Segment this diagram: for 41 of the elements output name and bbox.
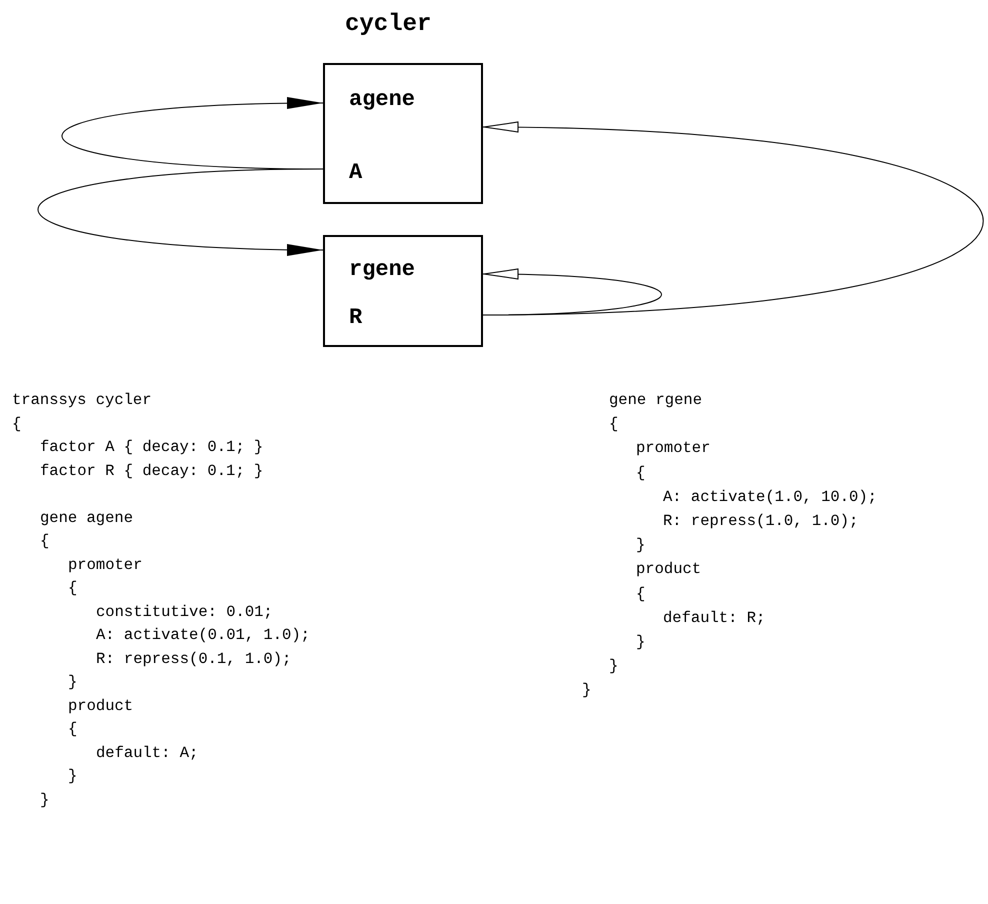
code-line: A: activate(0.01, 1.0);: [96, 625, 310, 645]
gene-name: rgene: [349, 257, 416, 283]
code-line: {: [636, 584, 646, 604]
code-line: {: [40, 531, 50, 551]
code-line: product: [68, 696, 134, 716]
code-line: {: [609, 414, 618, 434]
code-line: }: [68, 766, 78, 786]
code-line: {: [68, 578, 78, 598]
code-line: transsys cycler: [12, 390, 152, 410]
code-line: {: [68, 719, 78, 739]
code-line: factor R { decay: 0.1; }: [40, 460, 264, 480]
code-line: gene rgene: [609, 390, 702, 410]
code-line: promoter: [636, 438, 710, 458]
code-line: }: [40, 790, 50, 810]
code-line: R: repress(1.0, 1.0);: [663, 511, 858, 531]
gene-box: [323, 63, 483, 204]
code-line: }: [609, 656, 618, 676]
factor-name: A: [349, 160, 362, 186]
code-line: }: [68, 672, 78, 692]
arrow: [482, 122, 984, 316]
code-line: factor A { decay: 0.1; }: [40, 437, 264, 457]
code-line: default: R;: [663, 608, 766, 628]
arrow: [62, 98, 324, 170]
diagram-title: cycler: [345, 10, 432, 40]
code-line: promoter: [68, 554, 142, 574]
arrow: [482, 269, 662, 316]
code-line: {: [636, 462, 646, 483]
code-line: constitutive: 0.01;: [96, 602, 273, 622]
gene-name: agene: [349, 87, 416, 113]
code-line: }: [636, 535, 646, 556]
code-line: A: activate(1.0, 10.0);: [663, 486, 877, 507]
code-line: gene agene: [40, 508, 134, 528]
code-line: default: A;: [96, 742, 198, 762]
code-line: R: repress(0.1, 1.0);: [96, 648, 292, 668]
arrow: [38, 168, 324, 256]
code-line: {: [12, 414, 22, 434]
gene-box: [323, 235, 483, 347]
code-line: }: [582, 680, 592, 700]
code-line: product: [636, 559, 702, 580]
code-line: }: [636, 632, 646, 652]
factor-name: R: [349, 305, 362, 331]
